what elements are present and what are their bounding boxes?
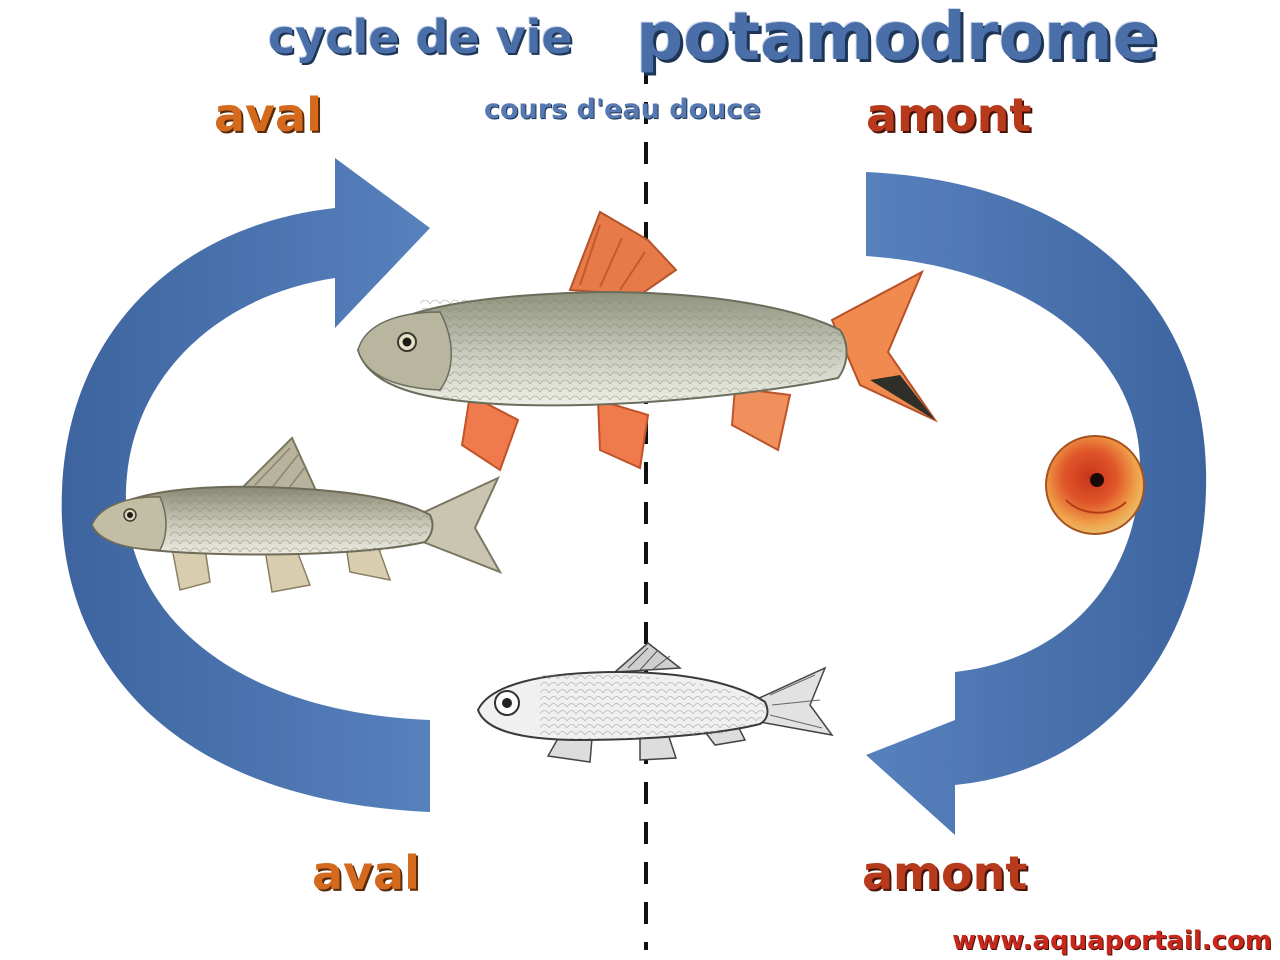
adult-fish-image bbox=[356, 210, 938, 472]
website-link[interactable]: www.aquaportail.com bbox=[952, 926, 1272, 956]
title-prefix: cycle de vie bbox=[268, 10, 573, 64]
aval-label-bottom: aval bbox=[312, 846, 420, 900]
amont-label-top: amont bbox=[866, 88, 1032, 142]
larva-fish-image bbox=[476, 642, 834, 763]
aval-label-top: aval bbox=[214, 88, 322, 142]
juvenile-fish-image bbox=[90, 436, 503, 593]
page-title: potamodrome bbox=[636, 0, 1158, 75]
freshwater-label: cours d'eau douce bbox=[484, 94, 761, 125]
curved-arrow-up-right-icon bbox=[61, 158, 430, 812]
amont-label-bottom: amont bbox=[862, 846, 1028, 900]
egg-image bbox=[1045, 435, 1145, 535]
curved-arrow-down-left-icon bbox=[866, 172, 1207, 835]
